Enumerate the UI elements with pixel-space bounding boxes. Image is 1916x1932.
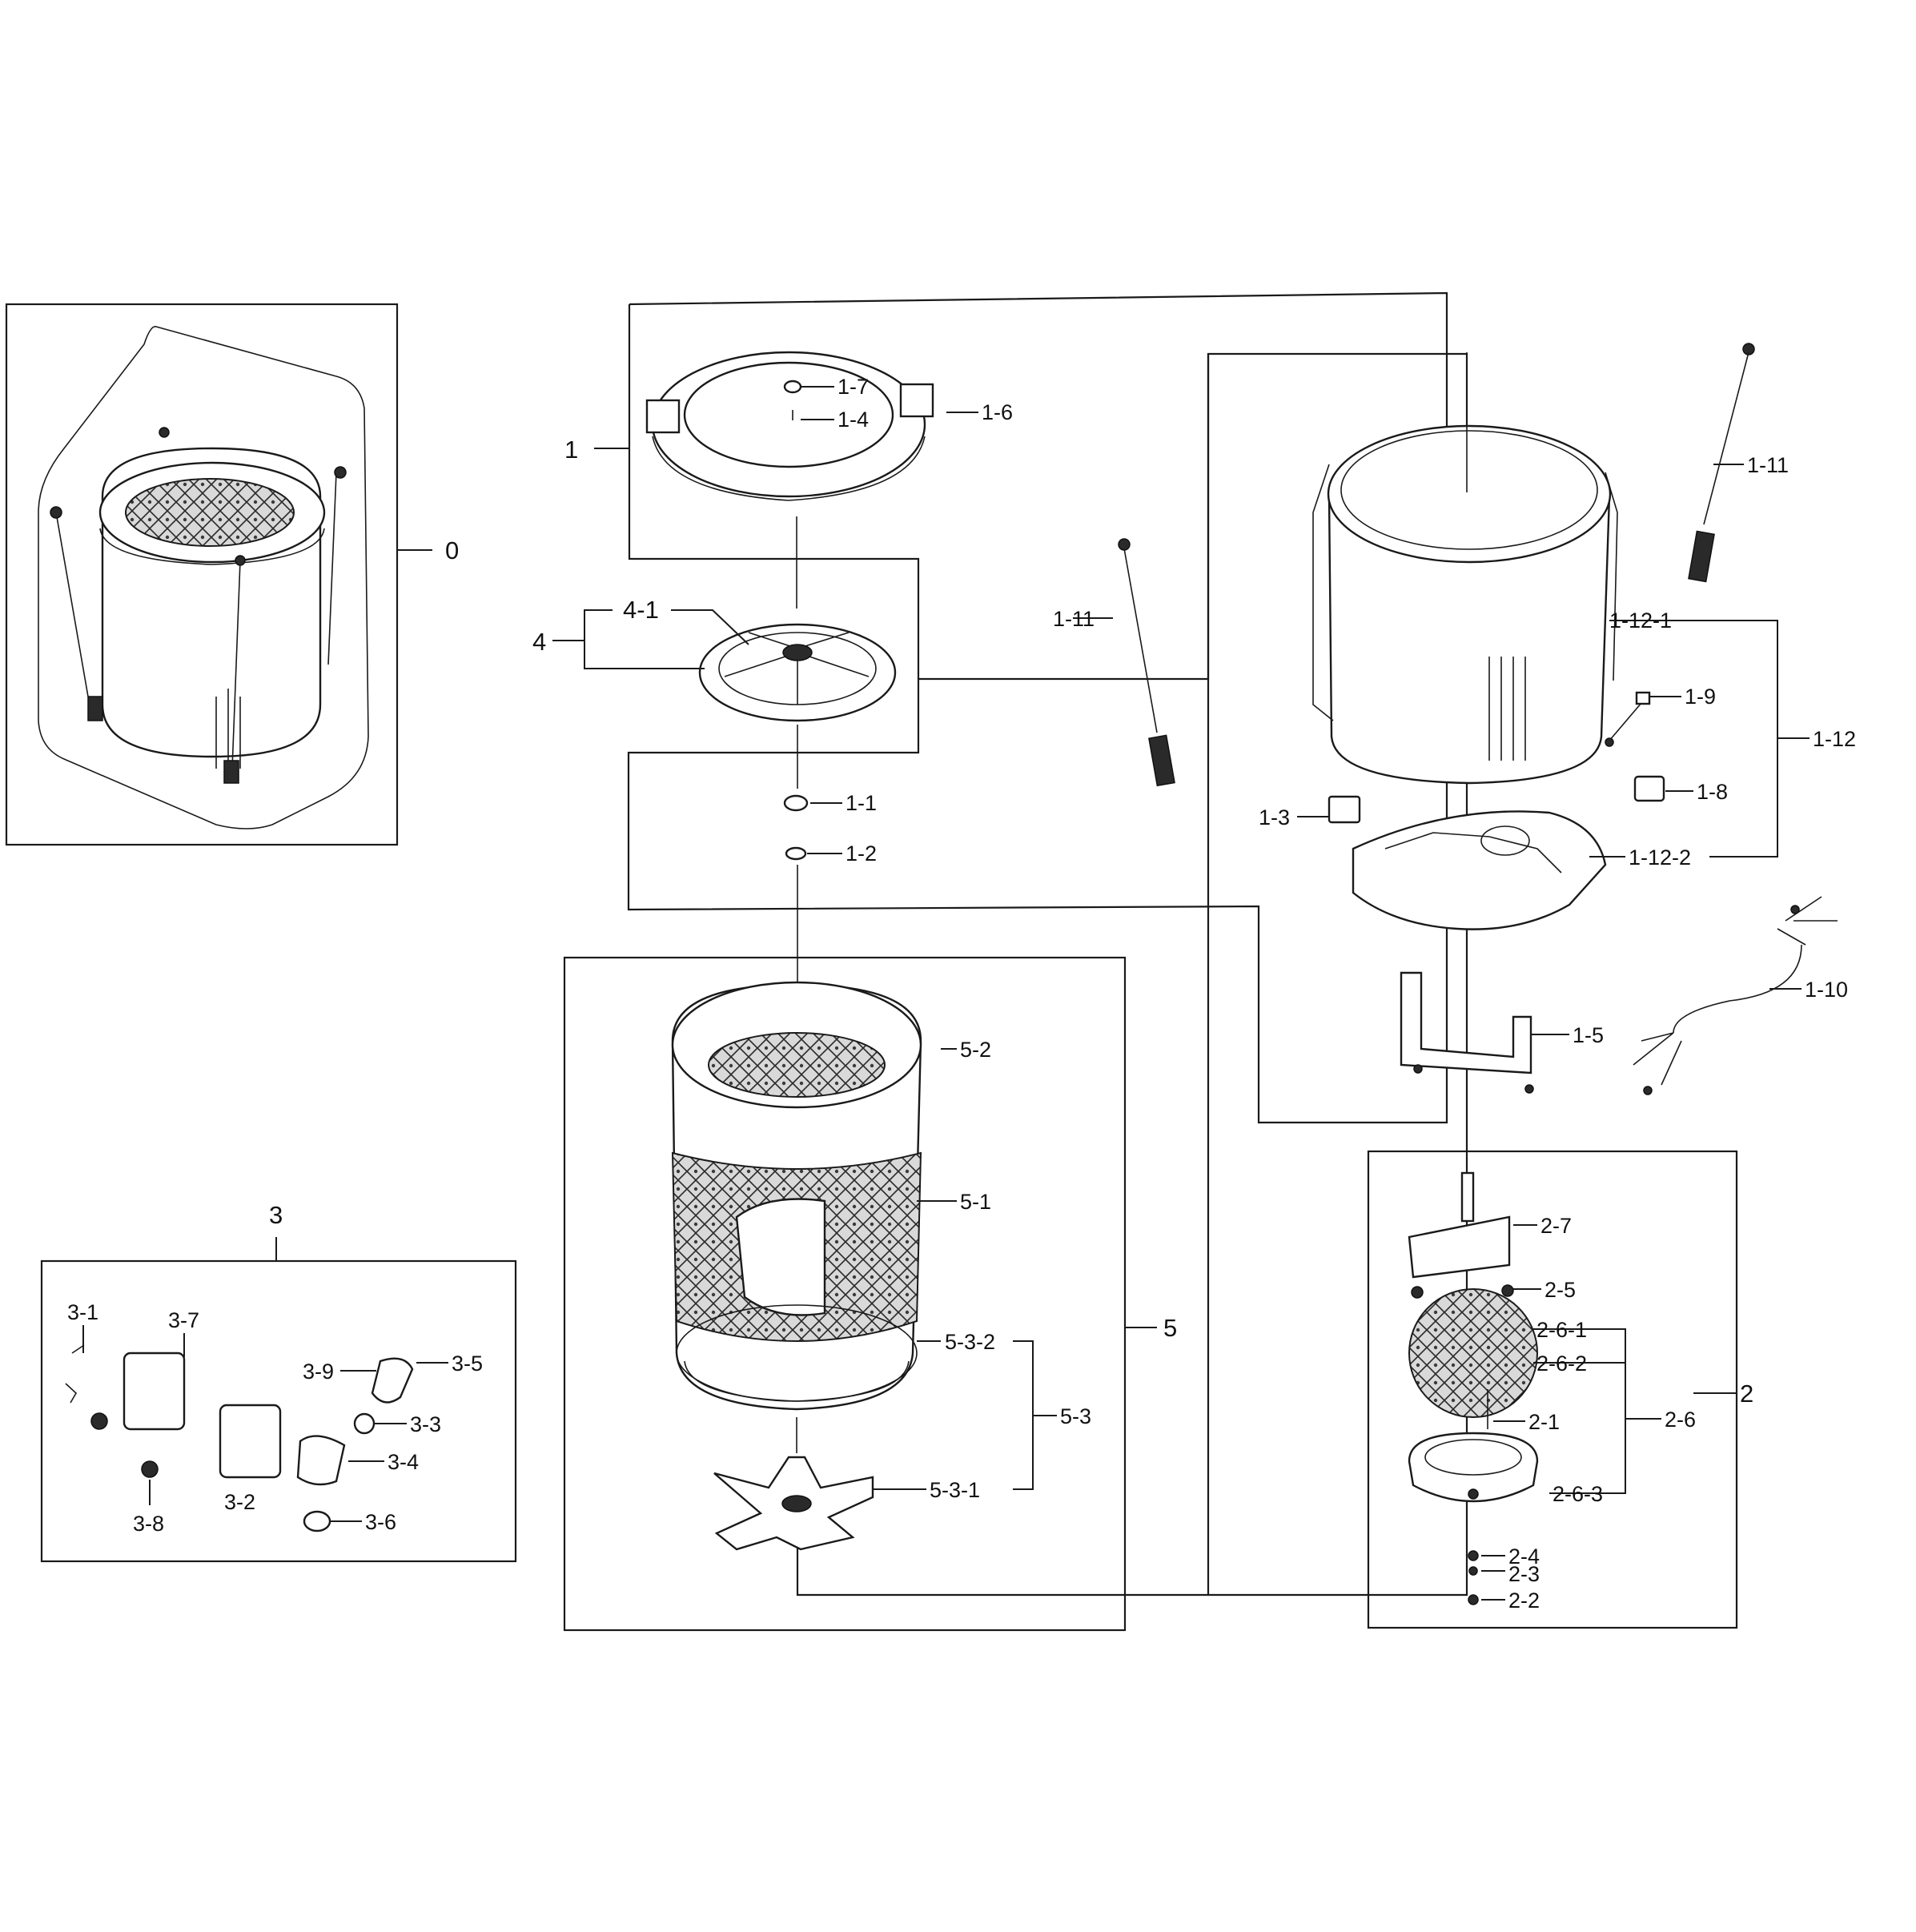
- label-1-6: 1-6: [982, 400, 1013, 424]
- tub-cover-part: [645, 351, 934, 501]
- label-1-10: 1-10: [1805, 978, 1848, 1002]
- washer-1-2: [785, 846, 807, 861]
- frame-assembly-3: [40, 1259, 517, 1563]
- label-1-12-1: 1-12-1: [1609, 609, 1672, 633]
- label-2-2: 2-2: [1508, 1589, 1540, 1613]
- label-1-9: 1-9: [1685, 685, 1716, 709]
- inner-drum-part: [671, 981, 922, 1411]
- suspension-rod-right: [1688, 343, 1755, 583]
- part-labels: 0 1 1-7 1-4 1-6 4 4-1 1-1 1-2 1-11 1-11 …: [67, 375, 1856, 1613]
- label-3-5: 3-5: [452, 1352, 483, 1376]
- frame-assembly-0: [5, 303, 399, 846]
- assembled-tub-illustration: [38, 326, 369, 829]
- nut-1-1: [783, 794, 809, 812]
- label-3-2: 3-2: [224, 1490, 255, 1514]
- label-5-3: 5-3: [1060, 1404, 1091, 1428]
- label-2: 2: [1740, 1380, 1753, 1408]
- label-3: 3: [269, 1201, 283, 1229]
- label-3-1: 3-1: [67, 1300, 98, 1324]
- label-2-6-1: 2-6-1: [1536, 1318, 1587, 1342]
- label-3-7: 3-7: [168, 1308, 199, 1332]
- label-2-6-3: 2-6-3: [1552, 1482, 1603, 1506]
- label-2-7: 2-7: [1540, 1214, 1572, 1238]
- part-1-3: [1328, 795, 1361, 824]
- outer-tub-part: [1312, 352, 1618, 785]
- label-3-9: 3-9: [303, 1360, 334, 1384]
- label-2-4: 2-4: [1508, 1544, 1540, 1568]
- pump-parts: [65, 1344, 414, 1532]
- label-3-6: 3-6: [365, 1510, 396, 1534]
- label-1-12-2: 1-12-2: [1629, 846, 1691, 870]
- label-1-12: 1-12: [1813, 727, 1856, 751]
- label-2-1: 2-1: [1528, 1410, 1560, 1434]
- label-5-1: 5-1: [960, 1190, 991, 1214]
- label-5-3-2: 5-3-2: [945, 1330, 995, 1354]
- clip-1-8: [1633, 775, 1665, 802]
- flange-5-3-1: [713, 1456, 874, 1551]
- label-2-3: 2-3: [1508, 1562, 1540, 1586]
- label-2-6-2: 2-6-2: [1536, 1352, 1587, 1376]
- suspension-rod-left: [1118, 538, 1175, 787]
- frame-assembly-2: [1367, 1150, 1738, 1629]
- sensor-1-9: [1605, 691, 1651, 747]
- label-1-11-right: 1-11: [1747, 453, 1789, 477]
- label-4-1: 4-1: [623, 596, 659, 624]
- harness-1-10: [1633, 896, 1838, 1095]
- label-1-11-left: 1-11: [1053, 607, 1095, 631]
- label-0: 0: [445, 536, 459, 564]
- leader-lines: [82, 386, 1810, 1601]
- bracket-1-5: [1400, 971, 1534, 1094]
- label-1-1: 1-1: [846, 791, 877, 815]
- cap-1-7: [783, 380, 802, 394]
- label-1-3: 1-3: [1259, 805, 1290, 829]
- label-1: 1: [564, 436, 578, 464]
- label-5-3-1: 5-3-1: [930, 1478, 980, 1502]
- label-3-4: 3-4: [388, 1450, 419, 1474]
- label-3-3: 3-3: [410, 1412, 441, 1436]
- frame-assembly-5: [563, 956, 1127, 1632]
- label-5-2: 5-2: [960, 1038, 991, 1062]
- label-2-5: 2-5: [1544, 1278, 1576, 1302]
- label-1-8: 1-8: [1697, 780, 1728, 804]
- label-1-7: 1-7: [837, 375, 869, 399]
- label-2-6: 2-6: [1665, 1408, 1696, 1432]
- label-1-2: 1-2: [846, 841, 877, 866]
- label-5: 5: [1163, 1314, 1177, 1342]
- label-1-5: 1-5: [1573, 1023, 1604, 1047]
- frame-assembly-1: [627, 291, 1468, 1597]
- motor-parts: [1408, 1171, 1539, 1605]
- tub-base-part: [1352, 810, 1607, 930]
- label-3-8: 3-8: [133, 1512, 164, 1536]
- label-4: 4: [532, 628, 546, 656]
- label-1-4: 1-4: [837, 408, 869, 432]
- pulsator-part: [698, 623, 897, 722]
